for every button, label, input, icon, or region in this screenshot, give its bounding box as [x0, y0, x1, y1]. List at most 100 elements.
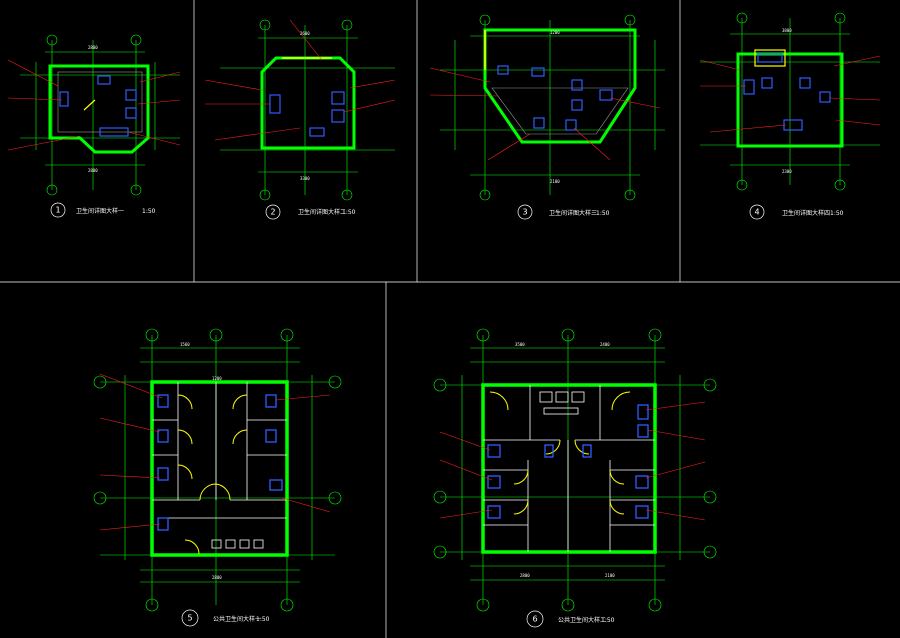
p2-toilet-1	[331, 91, 345, 105]
p5-axis-bubble-a	[145, 328, 159, 342]
p4-leader-6	[835, 119, 881, 126]
p5-leader-4	[99, 523, 161, 531]
panel-4-number-circle	[749, 204, 765, 220]
p3-leader-4	[609, 97, 661, 109]
p4-wall	[736, 52, 844, 148]
p6-door-6	[609, 499, 625, 515]
p1-axis-bubble-c2	[130, 184, 142, 196]
panel-3-scale: 1:50	[596, 210, 610, 217]
panel-2-plan: 2600 3300 2 卫生间详图大样二 1:50	[204, 19, 396, 220]
p2-toilet-2	[331, 109, 345, 123]
p5-axis-bubble-1	[93, 375, 107, 389]
p5-axis-bubble-2	[93, 491, 107, 505]
p1-inner-wall	[57, 71, 143, 133]
panel-6-plan: 3500 2400 2800 2100 6 公共卫生间大样二 1:50	[433, 328, 717, 628]
p6-axis-bubble-3	[433, 545, 447, 559]
panel-1-number-circle	[50, 202, 66, 218]
p6-axis-bubble-b2	[561, 598, 575, 612]
panel-6-caption: 公共卫生间大样二	[558, 616, 606, 624]
p6-bottom-dimension: 2800	[520, 573, 530, 578]
p1-leader-1	[7, 59, 59, 87]
p4-leader-4	[833, 55, 881, 67]
p1-wall	[48, 64, 150, 154]
p3-leader-3	[487, 133, 531, 161]
p6-door-2	[611, 391, 631, 411]
p6-bottom-dimension-2: 2100	[605, 573, 615, 578]
panel-3-plan: 1200 2100 3 卫生间详图大样三 1:50	[429, 14, 665, 220]
p6-counter	[543, 407, 579, 415]
panel-1-caption: 卫生间详图大样一	[76, 207, 124, 215]
p6-toilet-2	[487, 475, 501, 489]
p6-axis-bubble-2	[433, 490, 447, 504]
p1-toilet-2	[125, 107, 137, 119]
p3-axis-bubble-a	[479, 14, 491, 26]
p4-toilet-3	[819, 91, 831, 103]
p1-axis-bubble-c	[130, 34, 142, 46]
p6-top-dimension: 3500	[515, 342, 525, 347]
p6-axis-bubble-b	[561, 328, 575, 342]
p4-leader-3	[709, 124, 787, 133]
p6-toilet-5	[637, 424, 649, 438]
p5-wall	[150, 380, 289, 557]
panel-3-number-circle	[517, 204, 533, 220]
p5-door-7	[215, 483, 231, 501]
p6-door-1	[489, 391, 509, 411]
p4-basin	[757, 53, 783, 63]
panel-4-caption: 卫生间详图大样四	[782, 209, 830, 217]
panel-1-number: 1	[55, 206, 60, 215]
p5-door-5	[232, 429, 248, 445]
p2-axis-bubble-a2	[259, 189, 271, 201]
p4-window	[754, 49, 786, 67]
p3-toilet-5	[565, 119, 577, 131]
p6-door-3	[513, 469, 529, 485]
p1-top-dimension: 2800	[88, 45, 98, 50]
p6-top-dimension-2: 2400	[600, 342, 610, 347]
p5-toilet-2	[157, 429, 169, 443]
p4-axis-bubble-a2	[736, 179, 748, 191]
p6-toilet-3	[487, 505, 501, 519]
p6-door-7	[545, 439, 561, 455]
p6-wash-basin-2	[555, 391, 569, 403]
p2-leader-5	[343, 99, 396, 113]
p2-leader-6	[289, 19, 323, 61]
p4-vanity	[783, 119, 803, 131]
p3-leader-2	[429, 94, 499, 97]
p3-basin-1	[531, 67, 545, 77]
p3-wall	[483, 28, 637, 144]
p5-wash-basin-3	[239, 539, 250, 549]
panel-2-number: 2	[270, 208, 275, 217]
p4-toilet-1	[761, 77, 773, 89]
p4-axis-bubble-c2	[834, 179, 846, 191]
p5-door-8	[184, 539, 200, 555]
p5-toilet-5	[265, 429, 277, 443]
p6-axis-bubble-c	[648, 328, 662, 342]
panel-5-plan: 1560 1200 2800 5 公共卫生间大样一 1:50	[93, 328, 342, 627]
p1-basin	[97, 75, 111, 85]
p2-top-dimension: 2600	[300, 31, 310, 36]
p6-door-8	[574, 439, 590, 455]
p1-axis-bubble-a	[46, 34, 58, 46]
p5-toilet-4	[265, 394, 277, 408]
panel-2-number-circle	[265, 204, 281, 220]
p2-basin	[309, 127, 325, 137]
p4-leader-5	[829, 97, 881, 101]
p5-leader-2	[99, 417, 161, 433]
p6-leader-5	[647, 429, 706, 441]
p6-toilet-6	[635, 475, 649, 489]
p4-bottom-dimension: 2300	[782, 169, 792, 174]
p3-leader-1	[429, 67, 491, 83]
p6-leader-1	[439, 431, 491, 451]
p5-toilet-3	[157, 467, 169, 481]
p6-toilet-7	[635, 505, 649, 519]
panel-2-caption: 卫生间详图大样二	[298, 208, 346, 216]
p5-toilet-1	[157, 394, 169, 408]
p5-leader-6	[281, 497, 331, 513]
p2-axis-bubble-c	[341, 19, 353, 31]
p1-leader-2	[7, 97, 63, 101]
p5-axis-bubble-3	[328, 375, 342, 389]
p5-mid-dimension: 1200	[212, 376, 222, 381]
panel-3-number: 3	[522, 208, 527, 217]
p6-leader-6	[645, 461, 706, 479]
p3-toilet-3	[599, 89, 613, 101]
p4-leader-1	[699, 59, 741, 71]
